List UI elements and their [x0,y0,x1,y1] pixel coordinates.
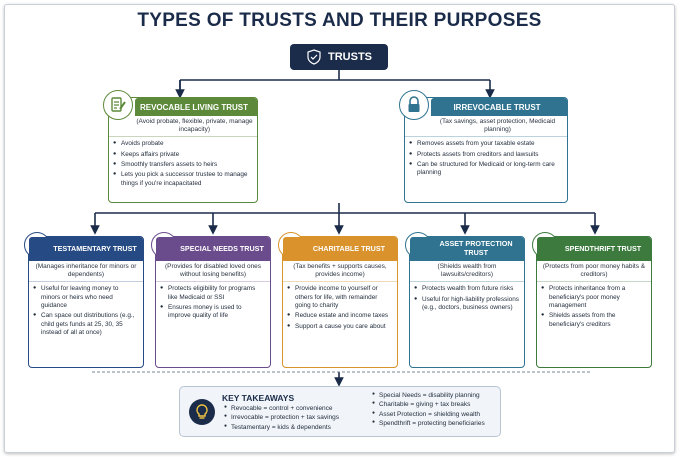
list-item: Useful for high-liability professions (e… [414,296,520,313]
special-needs-trust-card: SPECIAL NEEDS TRUST (Provides for disabl… [151,232,271,368]
revocable-icon-circle [103,90,133,120]
document-pen-icon [111,97,126,112]
list-item: Keeps affairs private [113,151,253,159]
list-item: Protects wealth from future risks [414,285,520,293]
revocable-subtitle: (Avoid probate, flexible, private, manag… [136,118,253,134]
list-item: Protects assets from creditors and lawsu… [409,151,563,159]
testamentary-title: TESTAMENTARY TRUST [29,237,143,261]
revocable-title: REVOCABLE LIVING TRUST [135,98,257,116]
list-item: Can space out distributions (e.g., child… [33,312,139,337]
charitable-title: CHARITABLE TRUST [283,237,397,261]
irrevocable-icon-circle [399,90,429,120]
list-item: Smoothly transfers assets to heirs [113,161,253,169]
root-trusts-node: TRUSTS [290,44,388,70]
list-item: Lets you pick a successor trustee to man… [113,171,253,188]
revocable-points: Avoids probate Keeps affairs private Smo… [109,137,257,193]
testamentary-trust-card: TESTAMENTARY TRUST (Manages inheritance … [24,232,144,368]
testamentary-subtitle: (Manages inheritance for minors or depen… [35,263,137,279]
list-item: Testamentary = kids & dependents [224,423,339,432]
list-item: Protects inheritance from a beneficiary'… [541,285,647,310]
list-item: Useful for leaving money to minors or he… [33,285,139,310]
handshake-shield-icon [307,49,321,65]
asset-protection-subtitle: (Shields wealth from lawsuits/creditors) [437,263,497,279]
irrevocable-title: IRREVOCABLE TRUST [431,98,567,116]
special-needs-subtitle: (Provides for disabled loved ones withou… [164,263,262,279]
list-item: Protects eligibility for programs like M… [160,285,266,302]
irrevocable-subtitle: (Tax savings, asset protection, Medicaid… [439,118,556,134]
lightbulb-icon [189,399,215,425]
special-needs-points: Protects eligibility for programs like M… [156,282,270,325]
asset-protection-title: ASSET PROTECTION TRUST [410,237,524,261]
asset-protection-points: Protects wealth from future risks Useful… [410,282,524,317]
list-item: Removes assets from your taxable estate [409,140,563,148]
list-item: Charitable = giving + tax breaks [372,400,485,409]
revocable-trust-box: REVOCABLE LIVING TRUST (Avoid probate, f… [103,90,258,203]
takeaways-left-list: Revocable = control + convenience Irrevo… [224,404,339,432]
list-item: Shields assets from the beneficiary's cr… [541,312,647,329]
charitable-subtitle: (Tax benefits + supports causes, provide… [293,263,387,279]
takeaways-right-list: Special Needs = disability planning Char… [372,391,485,429]
spendthrift-trust-card: SPENDTHRIFT TRUST (Protects from poor mo… [532,232,652,368]
page-title: TYPES OF TRUSTS AND THEIR PURPOSES [137,10,542,31]
charitable-points: Provide income to yourself or others for… [283,282,397,336]
irrevocable-points: Removes assets from your taxable estate … [405,137,567,182]
list-item: Support a cause you care about [287,323,393,331]
list-item: Asset Protection = shielding wealth [372,410,485,419]
list-item: Ensures money is used to improve quality… [160,304,266,321]
charitable-trust-card: CHARITABLE TRUST (Tax benefits + support… [278,232,398,368]
list-item: Irrevocable = protection + tax savings [224,413,339,422]
key-takeaways-box: KEY TAKEAWAYS Revocable = control + conv… [179,386,501,437]
special-needs-title: SPECIAL NEEDS TRUST [156,237,270,261]
key-takeaways-title: KEY TAKEAWAYS [222,393,295,403]
list-item: Reduce estate and income taxes [287,312,393,320]
irrevocable-trust-box: IRREVOCABLE TRUST (Tax savings, asset pr… [399,90,568,203]
list-item: Special Needs = disability planning [372,391,485,400]
root-label: TRUSTS [328,51,372,63]
asset-protection-trust-card: ASSET PROTECTION TRUST (Shields wealth f… [405,232,525,368]
spendthrift-points: Protects inheritance from a beneficiary'… [537,282,651,334]
padlock-icon [408,96,420,112]
testamentary-points: Useful for leaving money to minors or he… [29,282,143,342]
spendthrift-title: SPENDTHRIFT TRUST [537,237,651,261]
spendthrift-subtitle: (Protects from poor money habits & credi… [542,263,646,279]
list-item: Revocable = control + convenience [224,404,339,413]
list-item: Can be structured for Medicaid or long-t… [409,161,563,178]
list-item: Provide income to yourself or others for… [287,285,393,310]
list-item: Spendthrift = protecting beneficiaries [372,419,485,428]
list-item: Avoids probate [113,140,253,148]
